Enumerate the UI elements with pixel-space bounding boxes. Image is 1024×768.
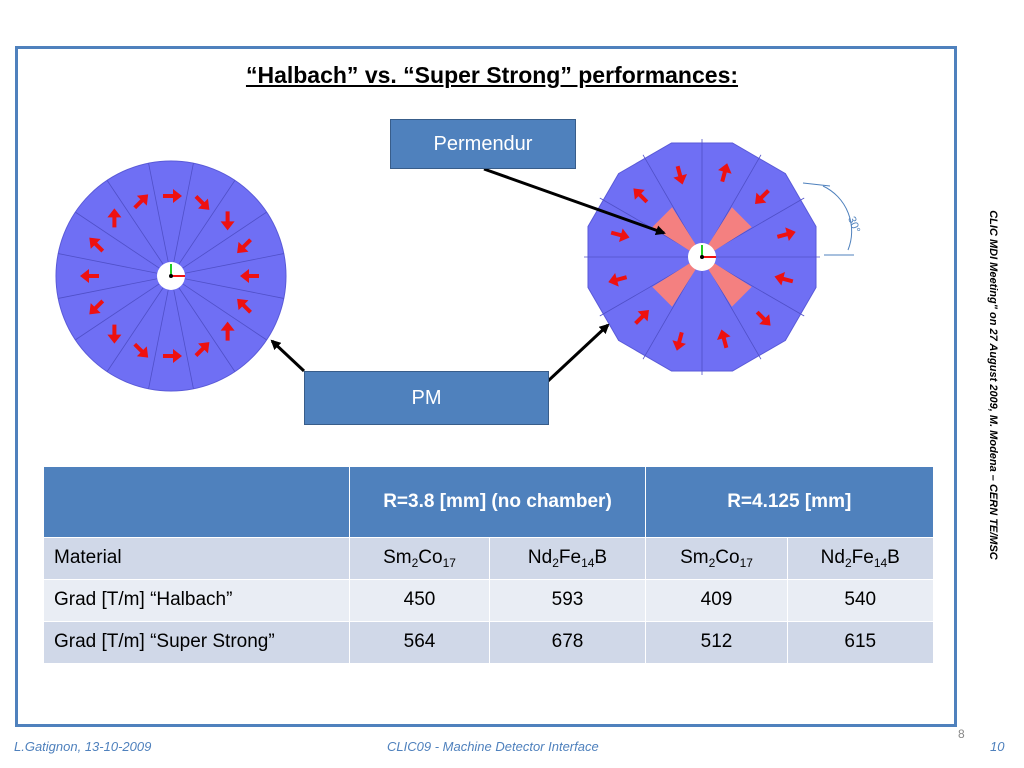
table-row-material: Material Sm2Co17 Nd2Fe14B Sm2Co17 Nd2Fe1… [43, 536, 933, 579]
gradient-cell: 409 [645, 578, 788, 621]
permendur-pole [652, 207, 696, 251]
header-empty-cell [43, 467, 350, 537]
gradient-cell: 450 [349, 578, 490, 621]
gradient-cell: 512 [645, 620, 788, 663]
footer-author: L.Gatignon, 13-10-2009 [14, 739, 152, 754]
magnetization-arrow [776, 227, 796, 241]
header-r-4-125: R=4.125 [mm] [645, 467, 933, 537]
gradient-cell: 540 [787, 578, 933, 621]
pm-pointer-right [546, 323, 610, 383]
magnetization-arrow [220, 211, 235, 231]
magnetization-arrow [673, 165, 687, 185]
gradient-cell: 593 [489, 578, 646, 621]
magnetization-arrow [107, 208, 122, 228]
gradient-cell: 678 [489, 620, 646, 663]
pm-callout: PM [304, 371, 549, 425]
table-row-halbach: Grad [T/m] “Halbach” 450 593 409 540 [43, 578, 933, 621]
material-cell: Nd2Fe14B [787, 536, 933, 579]
material-cell: Sm2Co17 [349, 536, 490, 579]
magnetization-arrow [89, 237, 105, 253]
footer-event: CLIC09 - Machine Detector Interface [387, 739, 599, 754]
permendur-callout: Permendur [390, 119, 576, 169]
slide-frame [15, 46, 957, 727]
magnetization-arrow [237, 238, 252, 254]
permendur-pole [708, 263, 752, 307]
magnetization-arrow [755, 310, 771, 326]
row-label: Material [43, 536, 350, 579]
magnetization-arrow [133, 194, 149, 210]
magnetization-arrow [163, 349, 182, 363]
header-r-3-8: R=3.8 [mm] (no chamber) [349, 467, 646, 537]
magnetization-arrow [634, 310, 649, 325]
slide-title: “Halbach” vs. “Super Strong” performance… [245, 62, 739, 88]
magnetization-arrow [610, 228, 630, 242]
permendur-pointer [483, 167, 666, 236]
magnetization-arrow [672, 331, 686, 351]
halbach-magnet [55, 160, 287, 392]
magnetization-arrow [755, 189, 770, 204]
row-label: Grad [T/m] “Halbach” [43, 578, 350, 621]
magnetization-arrow [133, 342, 149, 358]
magnetization-arrow [240, 269, 259, 283]
magnetization-arrow [237, 298, 252, 314]
magnetization-arrow [89, 299, 105, 315]
page-number: 10 [990, 739, 1005, 754]
material-cell: Sm2Co17 [645, 536, 788, 579]
magnetization-arrow [220, 321, 235, 341]
table-header-row: R=3.8 [mm] (no chamber) R=4.125 [mm] [43, 467, 933, 537]
magnetization-arrow [717, 329, 731, 349]
magnetization-arrow [80, 269, 99, 283]
performance-table: R=3.8 [mm] (no chamber) R=4.125 [mm] Mat… [43, 467, 933, 663]
magnetization-arrow [163, 189, 182, 203]
gradient-cell: 615 [787, 620, 933, 663]
magnetization-arrow [718, 163, 732, 183]
permendur-pole [708, 207, 752, 251]
magnetization-arrow [194, 342, 210, 357]
magnetization-arrow [608, 273, 628, 287]
magnetization-arrow [633, 188, 649, 204]
gradient-cell: 564 [349, 620, 490, 663]
angle-dimension: 30° [802, 182, 862, 256]
super-strong-magnet [584, 139, 820, 375]
magnetization-arrow [774, 272, 794, 286]
pm-pointer-left [270, 339, 306, 373]
slide-number: 8 [958, 727, 965, 741]
permendur-pole [652, 263, 696, 307]
row-label: Grad [T/m] “Super Strong” [43, 620, 350, 663]
table-row-super-strong: Grad [T/m] “Super Strong” 564 678 512 61… [43, 620, 933, 663]
magnetization-arrow [194, 195, 210, 210]
magnetization-arrow [107, 324, 122, 344]
material-cell: Nd2Fe14B [489, 536, 646, 579]
side-caption: CLIC MDI Meeting" on 27 August 2009, M. … [987, 210, 999, 560]
angle-label: 30° [845, 215, 862, 235]
